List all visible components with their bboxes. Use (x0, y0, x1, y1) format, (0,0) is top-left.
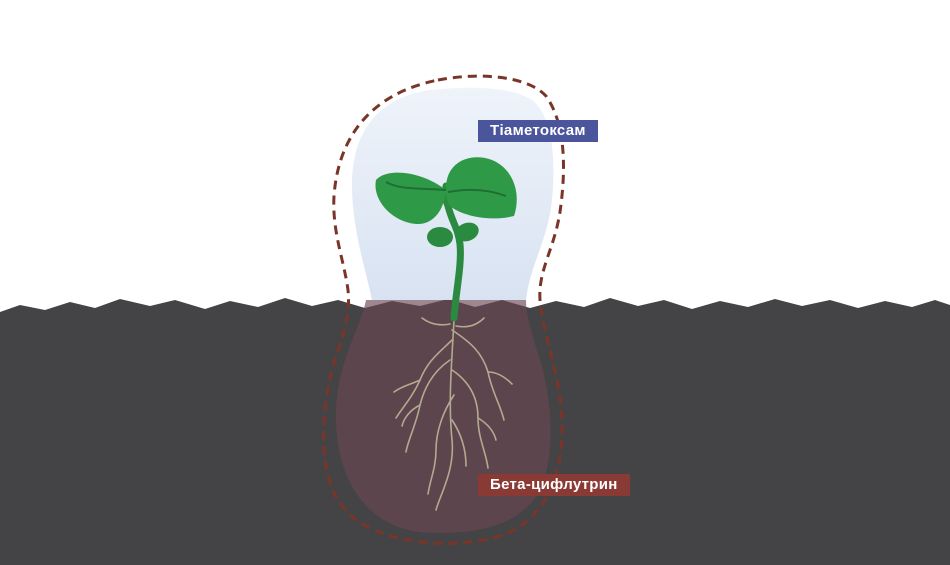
beta-cyfluthrin-label: Бета-цифлутрин (478, 474, 630, 496)
thiamethoxam-label: Тіаметоксам (478, 120, 598, 142)
roots-icon (393, 317, 513, 511)
seedling-icon (375, 157, 517, 322)
protection-boundary-dashed (322, 74, 565, 545)
